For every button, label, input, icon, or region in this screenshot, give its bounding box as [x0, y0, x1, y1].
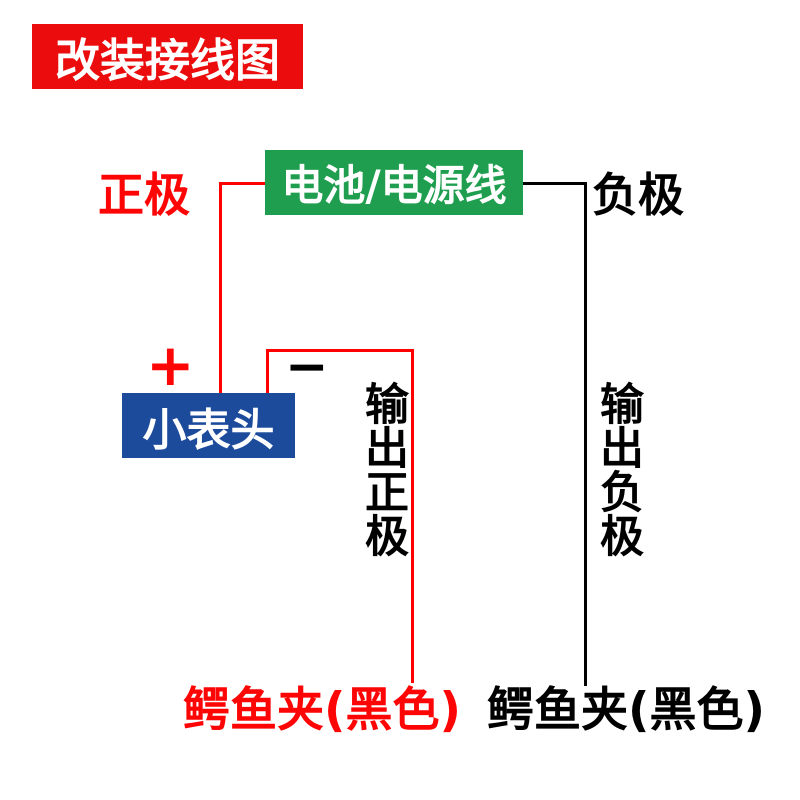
diagram-title-text: 改装接线图 [54, 34, 280, 87]
plus-terminal-sign: + [146, 331, 195, 399]
negative-pole-label: 负极 [592, 168, 684, 222]
red-wire-positive-horizontal [219, 182, 267, 185]
output-negative-label: 输出负极 [592, 381, 643, 557]
meter-head-box: 小表头 [122, 393, 295, 458]
minus-terminal-sign: − [285, 337, 329, 397]
red-wire-output-riser [266, 349, 269, 394]
meter-head-label: 小表头 [142, 404, 275, 456]
diagram-title-badge: 改装接线图 [32, 24, 303, 89]
red-wire-output-vertical [411, 349, 414, 683]
red-wire-positive-vertical [219, 182, 222, 393]
alligator-clip-label-red-wire: 鳄鱼夹(黑色) [183, 683, 461, 738]
black-wire-negative-horizontal [523, 182, 587, 185]
battery-power-line-box: 电池/电源线 [265, 150, 523, 215]
positive-pole-label: 正极 [98, 168, 190, 222]
black-wire-negative-vertical [584, 182, 587, 686]
alligator-clip-label-black-wire: 鳄鱼夹(黑色) [487, 683, 765, 738]
output-positive-label: 输出正极 [357, 381, 408, 557]
red-wire-output-horizontal [266, 349, 414, 352]
battery-power-line-label: 电池/电源线 [281, 161, 507, 210]
